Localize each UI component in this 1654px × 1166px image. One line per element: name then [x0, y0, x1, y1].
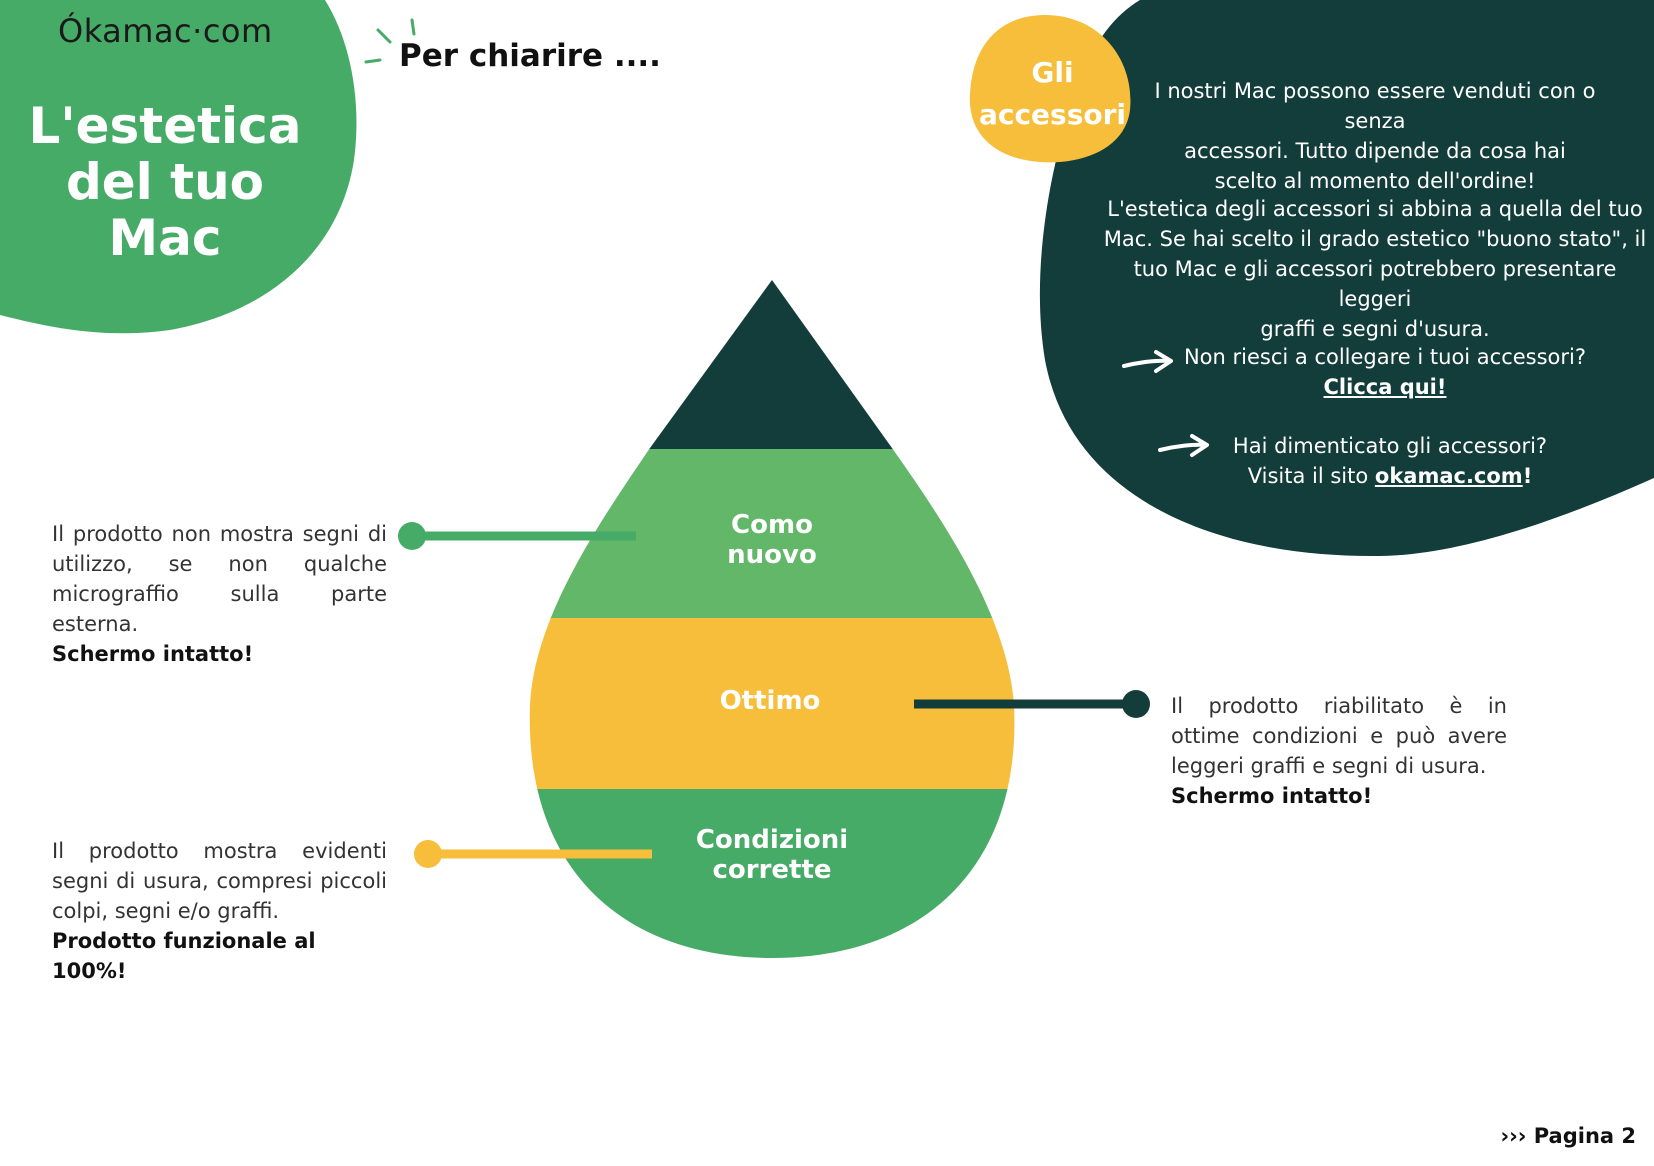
accessories-aesthetic: L'estetica degli accessori si abbina a q… [1100, 194, 1650, 344]
grade-label-line: Como [731, 510, 813, 540]
forgot-help: Hai dimenticato gli accessori? Visita il… [1210, 431, 1570, 491]
grade-label-line: Condizioni [695, 825, 849, 855]
grade-label-condizioni: Condizioni corrette [660, 825, 884, 885]
arrow-right-icon [1122, 350, 1173, 373]
drop-band-top [529, 280, 1015, 450]
page-indicator: ››› Pagina 2 [1500, 1124, 1636, 1148]
grade-description-text: Il prodotto mostra evidenti segni di usu… [52, 839, 387, 923]
connector-dot-condizioni [414, 840, 442, 868]
page-title-line2: del tuo Mac [65, 153, 265, 267]
connect-link[interactable]: Clicca qui! [1323, 375, 1447, 399]
arrow-right-icon [1158, 434, 1209, 457]
accessories-heading: Gli accessori [970, 52, 1135, 136]
connect-help: Non riesci a collegare i tuoi accessori?… [1180, 342, 1590, 402]
section-subtitle: Per chiarire .... [399, 38, 661, 74]
grade-emphasis: Schermo intatto! [1171, 784, 1373, 808]
grade-label-como-nuovo: Como nuovo [672, 510, 872, 570]
grade-description-text: Il prodotto non mostra segni di utilizzo… [52, 522, 387, 636]
connector-dot-como-nuovo [398, 522, 426, 550]
forgot-suffix: ! [1522, 464, 1533, 488]
accessories-intro: I nostri Mac possono essere venduti con … [1130, 76, 1620, 196]
accessories-heading-line1: Gli [1031, 56, 1074, 89]
grade-description-como-nuovo: Il prodotto non mostra segni di utilizzo… [52, 519, 387, 669]
forgot-question: Hai dimenticato gli accessori? [1232, 434, 1548, 458]
triple-chevron-right-icon: ››› [1500, 1124, 1527, 1148]
grade-label-line: Ottimo [719, 686, 821, 716]
aesthetic-line: tuo Mac e gli accessori potrebbero prese… [1133, 257, 1617, 311]
intro-line: scelto al momento dell'ordine! [1214, 169, 1536, 193]
aesthetic-line: graffi e segni d'usura. [1260, 317, 1490, 341]
page-number: Pagina 2 [1533, 1124, 1636, 1148]
forgot-prefix: Visita il sito [1247, 464, 1375, 488]
website-link[interactable]: okamac.com [1374, 464, 1523, 488]
grade-label-line: nuovo [727, 540, 817, 570]
accessories-panel [1039, 0, 1654, 557]
connect-question: Non riesci a collegare i tuoi accessori? [1183, 345, 1587, 369]
aesthetic-line: L'estetica degli accessori si abbina a q… [1107, 197, 1643, 221]
intro-line: accessori. Tutto dipende da cosa hai [1184, 139, 1566, 163]
accessories-badge [969, 15, 1131, 163]
grade-description-text: Il prodotto riabilitato è in ottime cond… [1171, 694, 1507, 778]
brand-logo: Ókamac·com [58, 12, 273, 50]
aesthetic-line: Mac. Se hai scelto il grado estetico "bu… [1103, 227, 1647, 251]
grade-description-ottimo: Il prodotto riabilitato è in ottime cond… [1171, 691, 1507, 811]
connector-dot-ottimo [1122, 690, 1150, 718]
grade-emphasis: Schermo intatto! [52, 642, 254, 666]
accessories-heading-line2: accessori [978, 98, 1127, 131]
grade-emphasis: Prodotto funzionale al 100%! [52, 929, 316, 983]
page-title: L'estetica del tuo Mac [10, 98, 320, 266]
page-title-line1: L'estetica [28, 97, 302, 155]
title-blob [0, 0, 357, 334]
grade-label-ottimo: Ottimo [670, 686, 870, 716]
grade-description-condizioni: Il prodotto mostra evidenti segni di usu… [52, 836, 387, 986]
grade-label-line: corrette [712, 855, 832, 885]
intro-line: I nostri Mac possono essere venduti con … [1154, 79, 1596, 133]
sparkle-icon [364, 18, 416, 64]
